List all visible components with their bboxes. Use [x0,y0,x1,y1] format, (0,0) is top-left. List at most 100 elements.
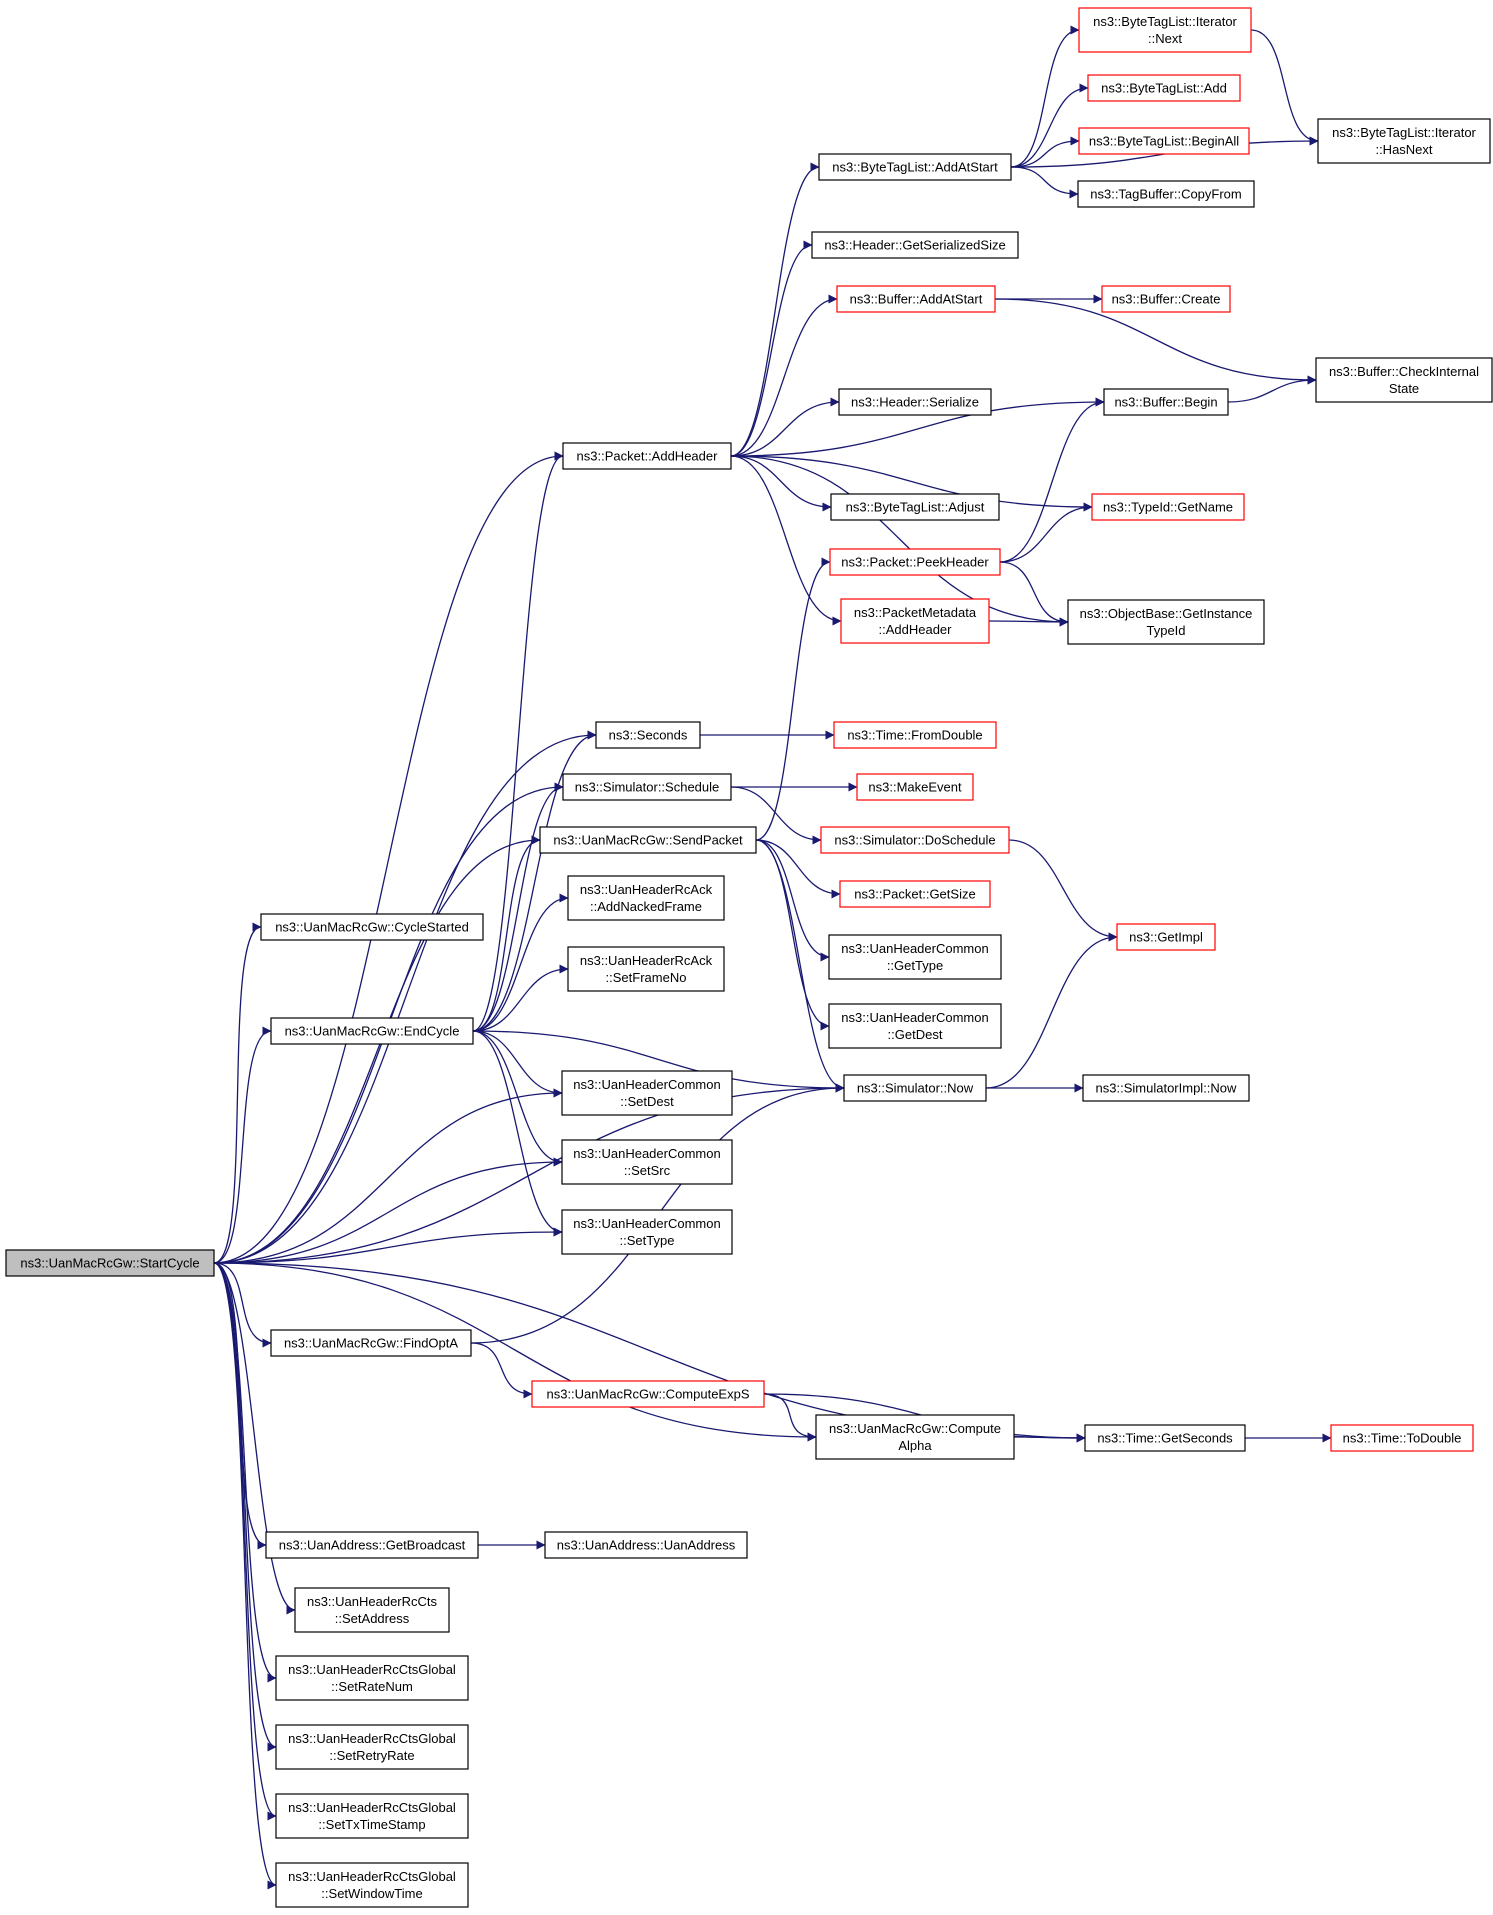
node-box [1078,7,1252,53]
edge-sendPacket-to-peekHeader [755,557,831,841]
edge-root-to-setDest [213,1088,563,1264]
node-makeEvent[interactable]: ns3::MakeEvent [856,773,974,801]
node-addNacked[interactable]: ns3::UanHeaderRcAck::AddNackedFrame [567,875,725,921]
node-label: ::GetType [887,958,943,973]
node-root[interactable]: ns3::UanMacRcGw::StartCycle [5,1249,215,1277]
edge-addHeader-to-typeIdGetName [730,455,1093,512]
edge-simNow-to-getImpl [985,932,1118,1089]
node-box [1084,1424,1246,1452]
node-getTypeCommon[interactable]: ns3::UanHeaderCommon::GetType [828,934,1002,980]
node-btlBeginAll[interactable]: ns3::ByteTagList::BeginAll [1078,127,1250,155]
node-setType[interactable]: ns3::UanHeaderCommon::SetType [561,1209,733,1255]
node-label: ns3::UanHeaderRcCtsGlobal [288,1800,456,1815]
node-box [1116,923,1216,951]
node-label: ns3::Packet::GetSize [854,887,975,902]
node-itNext[interactable]: ns3::ByteTagList::Iterator::Next [1078,7,1252,53]
node-cycleStarted[interactable]: ns3::UanMacRcGw::CycleStarted [260,913,484,941]
node-label: ns3::Buffer::CheckInternal [1329,364,1479,379]
node-bufAddAtStart[interactable]: ns3::Buffer::AddAtStart [836,285,996,313]
node-simNow[interactable]: ns3::Simulator::Now [843,1074,987,1102]
node-peekHeader[interactable]: ns3::Packet::PeekHeader [829,548,1001,576]
edge-sendPacket-to-simNow [755,839,845,1093]
node-label: ns3::UanHeaderRcCtsGlobal [288,1662,456,1677]
node-label: ns3::Buffer::AddAtStart [850,292,983,307]
node-btlAdjust[interactable]: ns3::ByteTagList::Adjust [830,493,1000,521]
edge-btlAddAtStart-to-tbCopyFrom [1010,166,1079,199]
node-fromDouble[interactable]: ns3::Time::FromDouble [833,721,997,749]
node-getSize[interactable]: ns3::Packet::GetSize [839,880,991,908]
node-label: ::SetAddress [335,1611,410,1626]
node-getDestCommon[interactable]: ns3::UanHeaderCommon::GetDest [828,1003,1002,1049]
node-findOptA[interactable]: ns3::UanMacRcGw::FindOptA [270,1329,472,1357]
node-label: ns3::GetImpl [1129,930,1203,945]
node-label: ns3::UanHeaderCommon [573,1146,720,1161]
node-label: ns3::UanMacRcGw::EndCycle [285,1024,460,1039]
node-schedule[interactable]: ns3::Simulator::Schedule [562,773,732,801]
node-getImpl[interactable]: ns3::GetImpl [1116,923,1216,951]
edge-computeExpS-to-computeAlpha [763,1393,817,1442]
node-setWindowTime[interactable]: ns3::UanHeaderRcCtsGlobal::SetWindowTime [275,1862,469,1908]
node-box [811,231,1019,259]
node-itHasNext[interactable]: ns3::ByteTagList::Iterator::HasNext [1317,118,1491,164]
node-toDouble[interactable]: ns3::Time::ToDouble [1330,1424,1474,1452]
edge-root-to-seconds [213,730,597,1264]
node-ctsSetAddress[interactable]: ns3::UanHeaderRcCts::SetAddress [294,1587,450,1633]
node-label: ns3::UanHeaderRcCts [307,1594,438,1609]
node-simImplNow[interactable]: ns3::SimulatorImpl::Now [1082,1074,1250,1102]
node-setDest[interactable]: ns3::UanHeaderCommon::SetDest [561,1070,733,1116]
node-bufCreate[interactable]: ns3::Buffer::Create [1101,285,1231,313]
node-headerSerialize[interactable]: ns3::Header::Serialize [838,388,992,416]
edge-peekHeader-to-getInstanceTypeId [999,561,1069,627]
node-getSeconds[interactable]: ns3::Time::GetSeconds [1084,1424,1246,1452]
node-label: ::SetWindowTime [321,1886,422,1901]
node-label: ns3::UanMacRcGw::SendPacket [553,833,743,848]
node-setFrameNo[interactable]: ns3::UanHeaderRcAck::SetFrameNo [567,946,725,992]
node-uanAddress[interactable]: ns3::UanAddress::UanAddress [544,1531,748,1559]
node-box [840,598,990,644]
node-setSrc[interactable]: ns3::UanHeaderCommon::SetSrc [561,1139,733,1185]
node-label: ns3::ByteTagList::Iterator [1332,125,1476,140]
node-doSchedule[interactable]: ns3::Simulator::DoSchedule [820,826,1010,854]
node-box [561,1070,733,1116]
edge-btlAddAtStart-to-btlBeginAll [1010,136,1080,168]
node-getBroadcast[interactable]: ns3::UanAddress::GetBroadcast [265,1531,479,1559]
edge-findOptA-to-computeExpS [470,1342,533,1399]
node-setTxTimeStamp[interactable]: ns3::UanHeaderRcCtsGlobal::SetTxTimeStam… [275,1793,469,1839]
edge-btlAddAtStart-to-itNext [1010,25,1080,168]
node-label: ::SetSrc [624,1163,671,1178]
node-label: ns3::UanHeaderCommon [841,1010,988,1025]
node-label: ns3::Seconds [609,728,688,743]
node-label: Alpha [898,1438,932,1453]
edge-addHeader-to-getInstanceTypeId [730,455,1069,627]
node-btlAdd[interactable]: ns3::ByteTagList::Add [1087,74,1241,102]
node-setRateNum[interactable]: ns3::UanHeaderRcCtsGlobal::SetRateNum [275,1655,469,1701]
edge-endCycle-to-setType [472,1030,563,1237]
node-seconds[interactable]: ns3::Seconds [595,721,701,749]
node-getSerializedSize[interactable]: ns3::Header::GetSerializedSize [811,231,1019,259]
node-btlAddAtStart[interactable]: ns3::ByteTagList::AddAtStart [818,153,1012,181]
node-addHeader[interactable]: ns3::Packet::AddHeader [562,442,732,470]
node-label: ::AddHeader [879,622,953,637]
node-bufBegin[interactable]: ns3::Buffer::Begin [1103,388,1229,416]
node-label: ns3::UanHeaderCommon [573,1077,720,1092]
edge-addHeader-to-headerSerialize [730,397,840,457]
node-tbCopyFrom[interactable]: ns3::TagBuffer::CopyFrom [1077,180,1255,208]
node-computeExpS[interactable]: ns3::UanMacRcGw::ComputeExpS [531,1380,765,1408]
edge-addHeader-to-btlAddAtStart [730,162,820,457]
node-endCycle[interactable]: ns3::UanMacRcGw::EndCycle [270,1017,474,1045]
node-sendPacket[interactable]: ns3::UanMacRcGw::SendPacket [539,826,757,854]
edge-endCycle-to-sendPacket [472,835,541,1032]
node-setRetryRate[interactable]: ns3::UanHeaderRcCtsGlobal::SetRetryRate [275,1724,469,1770]
edge-endCycle-to-simNow [472,1030,845,1093]
node-typeIdGetName[interactable]: ns3::TypeId::GetName [1091,493,1245,521]
node-box [275,1655,469,1701]
node-label: ns3::UanMacRcGw::StartCycle [20,1256,199,1271]
node-label: ns3::Simulator::Schedule [575,780,720,795]
node-box [561,1209,733,1255]
node-box [1078,127,1250,155]
node-label: ns3::Header::GetSerializedSize [824,238,1005,253]
node-pmAddHeader[interactable]: ns3::PacketMetadata::AddHeader [840,598,990,644]
